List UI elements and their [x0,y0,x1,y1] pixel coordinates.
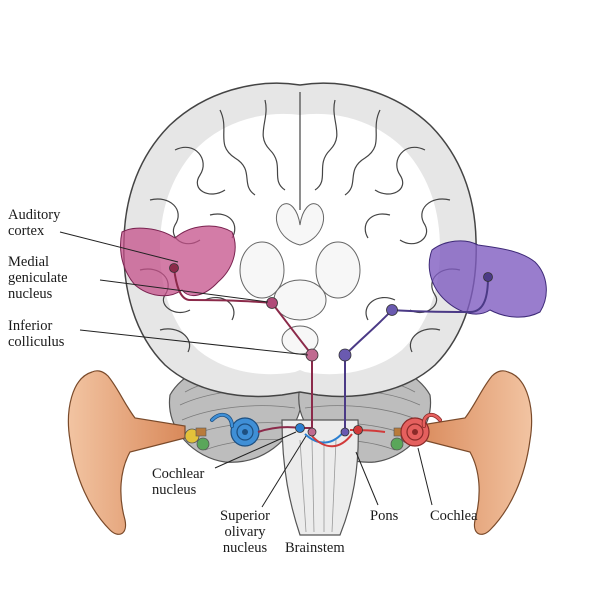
brainstem-shape [281,419,359,536]
right-cochlea [400,412,442,447]
left-cochlea [210,412,260,447]
label-pons: Pons [370,508,399,524]
left-ossicles [184,427,210,451]
right-outer-ear [414,370,533,535]
label-brainstem: Brainstem [285,540,345,556]
label-cochlea: Cochlea [430,508,478,524]
left-outer-ear [67,370,186,535]
leader-lines [59,231,433,508]
label-medial-geniculate-nucleus: Medial geniculate nucleus [8,254,68,302]
label-superior-olivary-nucleus: Superior olivary nucleus [220,508,270,556]
label-auditory-cortex: Auditory cortex [8,207,61,239]
cerebrum [123,82,477,398]
label-inferior-colliculus: Inferior colliculus [8,318,65,350]
label-cochlear-nucleus: Cochlear nucleus [152,466,205,498]
pathway-nuclei [169,263,493,437]
